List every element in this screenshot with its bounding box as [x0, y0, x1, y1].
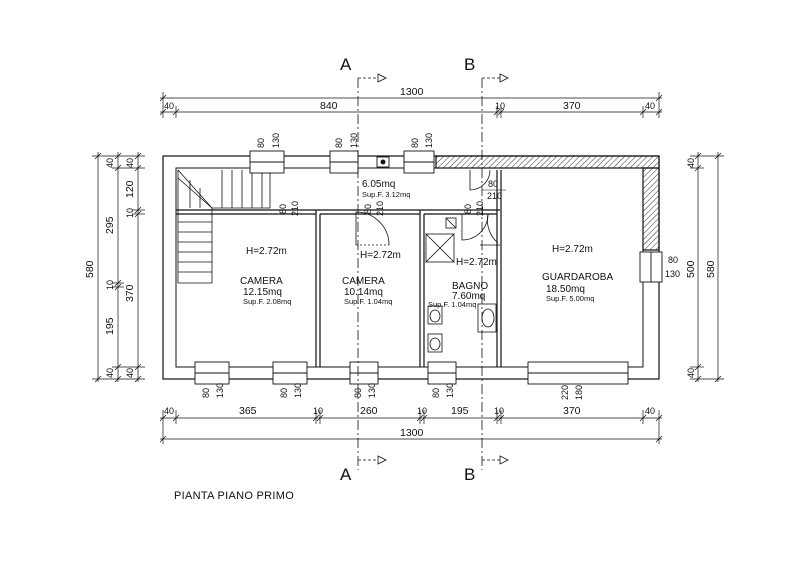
left-outer-40-bottom: 40	[105, 368, 115, 378]
top-window-3-w: 80	[410, 138, 420, 148]
right-dim-40-bottom: 40	[686, 368, 696, 378]
left-inner-370: 370	[124, 284, 136, 302]
bathroom-fixtures	[425, 217, 497, 353]
bottom-dim-40-left: 40	[164, 406, 174, 416]
walls	[162, 155, 660, 380]
camera1-name: CAMERA	[240, 276, 283, 287]
top-dim-40-right: 40	[645, 101, 655, 111]
camera2-window-area: Sup.F. 1.04mq	[344, 297, 392, 306]
bottom-window-2-w: 80	[279, 388, 289, 398]
toilet	[427, 305, 443, 325]
top-dim-40-left: 40	[164, 101, 174, 111]
section-lines	[357, 73, 509, 470]
hall-window-area: Sup.F. 3.12mq	[362, 190, 410, 199]
top-window-2-h: 130	[349, 133, 359, 148]
doors	[355, 169, 500, 246]
door-3-h: 210	[475, 201, 485, 216]
bottom-dim-40-right: 40	[645, 406, 655, 416]
right-dimension-lines	[690, 152, 724, 383]
camera2-area: 10.14mq	[344, 287, 383, 298]
left-inner-10: 10	[125, 208, 135, 218]
door-4-w: 80	[488, 179, 498, 189]
bidet	[427, 333, 443, 353]
sink	[477, 303, 497, 333]
guardaroba-window-area: Sup.F. 5.00mq	[546, 294, 594, 303]
left-inner-120: 120	[124, 180, 136, 198]
guardaroba-area: 18.50mq	[546, 284, 585, 295]
top-window-1-h: 130	[271, 133, 281, 148]
top-total-dim: 1300	[400, 86, 424, 98]
right-window-h: 130	[665, 269, 680, 279]
bottom-dim-10c: 10	[494, 406, 504, 416]
left-dimension-lines	[92, 152, 145, 383]
outer-wall	[162, 155, 660, 380]
door-1-h: 210	[290, 201, 300, 216]
bottom-dim-260: 260	[360, 405, 378, 417]
door-2-w: 80	[363, 204, 373, 214]
plan-title: PIANTA PIANO PRIMO	[174, 490, 294, 502]
camera1-window-area: Sup.F. 2.08mq	[243, 297, 291, 306]
top-dimension-lines	[159, 92, 663, 118]
left-inner-40-bottom: 40	[125, 368, 135, 378]
section-a-top: A	[340, 55, 352, 74]
guardaroba-height: H=2.72m	[552, 244, 593, 255]
section-b-top: B	[464, 55, 475, 74]
door-4-h: 210	[487, 191, 502, 201]
left-outer-40-top: 40	[105, 158, 115, 168]
camera1-height: H=2.72m	[246, 246, 287, 257]
staircase	[177, 169, 271, 284]
bottom-window-5-w: 220	[560, 385, 570, 400]
hatched-wall-top	[435, 155, 660, 169]
section-b-bottom: B	[464, 465, 475, 484]
door-2-h: 210	[375, 201, 385, 216]
bottom-window-3-w: 80	[353, 388, 363, 398]
guardaroba-name: GUARDAROBA	[542, 272, 613, 283]
hall-area: 6.05mq	[362, 179, 395, 190]
bottom-dimension-lines	[159, 410, 663, 444]
camera2-height: H=2.72m	[360, 250, 401, 261]
bottom-dim-365: 365	[239, 405, 257, 417]
top-dim-370: 370	[563, 100, 581, 112]
left-total-dim: 580	[84, 260, 96, 278]
bottom-dim-10a: 10	[313, 406, 323, 416]
camera2-name: CAMERA	[342, 276, 385, 287]
left-outer-10: 10	[105, 280, 115, 290]
right-dim-500: 500	[685, 260, 697, 278]
top-window-3-h: 130	[424, 133, 434, 148]
bagno-height: H=2.72m	[456, 257, 497, 268]
bottom-dim-370: 370	[563, 405, 581, 417]
top-window-2-w: 80	[334, 138, 344, 148]
bottom-dim-10b: 10	[417, 406, 427, 416]
bottom-window-2-h: 130	[293, 383, 303, 398]
bottom-window-3-h: 130	[367, 383, 377, 398]
vent-icon	[380, 159, 386, 165]
hatched-wall-right	[642, 167, 660, 251]
door-3-w: 80	[463, 204, 473, 214]
bottom-total-dim: 1300	[400, 427, 424, 439]
right-window-w: 80	[668, 255, 678, 265]
bottom-window-4-h: 130	[445, 383, 455, 398]
left-inner-40-top: 40	[125, 158, 135, 168]
top-dim-10: 10	[495, 101, 505, 111]
door-1-w: 80	[278, 204, 288, 214]
shower	[425, 233, 455, 263]
bottom-window-1-h: 130	[215, 383, 225, 398]
bottom-window-1-w: 80	[201, 388, 211, 398]
bagno-name: BAGNO	[452, 281, 488, 292]
camera1-area: 12.15mq	[243, 287, 282, 298]
bagno-area: 7.60mq	[452, 291, 485, 302]
top-window-1-w: 80	[256, 138, 266, 148]
bottom-window-5-h: 180	[574, 385, 584, 400]
bottom-window-4-w: 80	[431, 388, 441, 398]
left-outer-195: 195	[104, 317, 116, 335]
bottom-dim-195: 195	[451, 405, 469, 417]
section-a-bottom: A	[340, 465, 352, 484]
top-dim-840: 840	[320, 100, 338, 112]
bagno-window-area: Sup.F. 1.04mq	[428, 300, 476, 309]
windows	[194, 150, 663, 385]
left-outer-295: 295	[104, 216, 116, 234]
right-total-dim: 580	[705, 260, 717, 278]
right-dim-40-top: 40	[686, 158, 696, 168]
